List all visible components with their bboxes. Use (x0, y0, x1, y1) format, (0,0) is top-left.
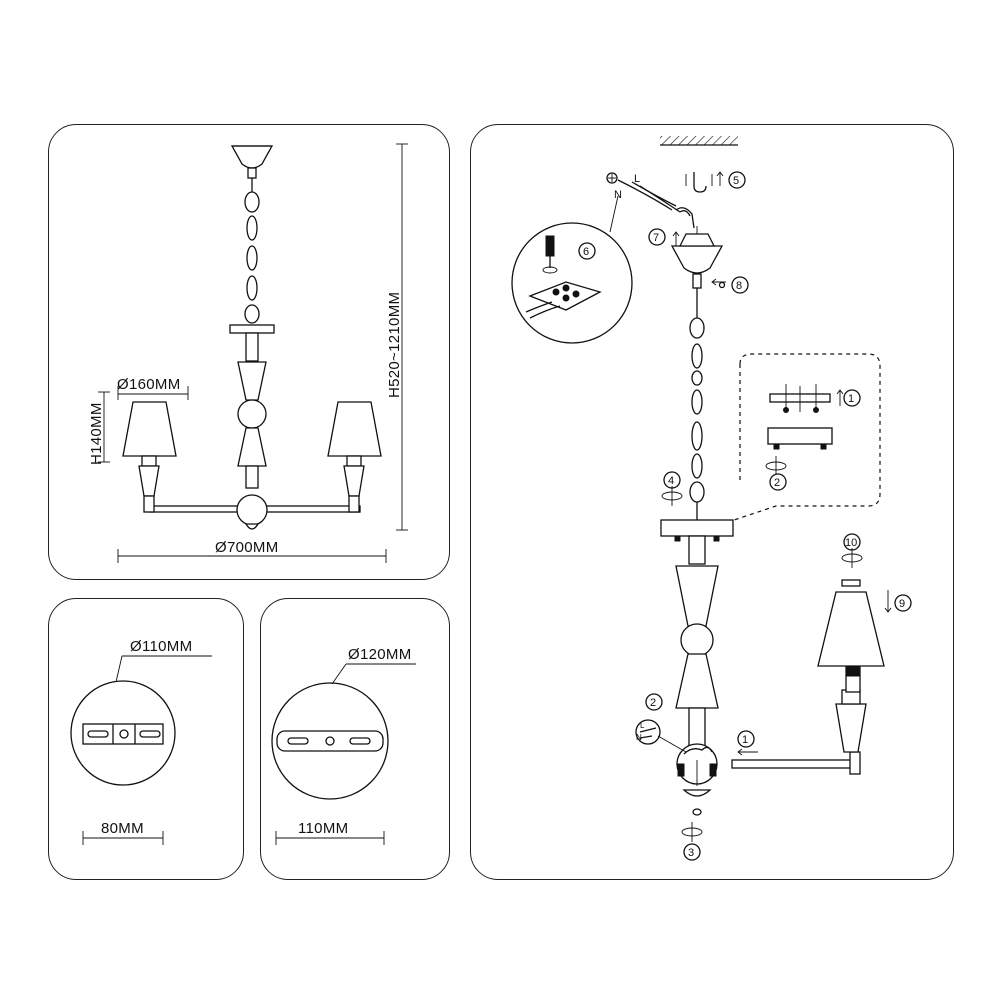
canopy-mount-small-panel (48, 598, 244, 880)
dimension-overview-panel (48, 124, 450, 580)
assembly-instructions-panel (470, 124, 954, 880)
canopy-mount-large-panel (260, 598, 450, 880)
